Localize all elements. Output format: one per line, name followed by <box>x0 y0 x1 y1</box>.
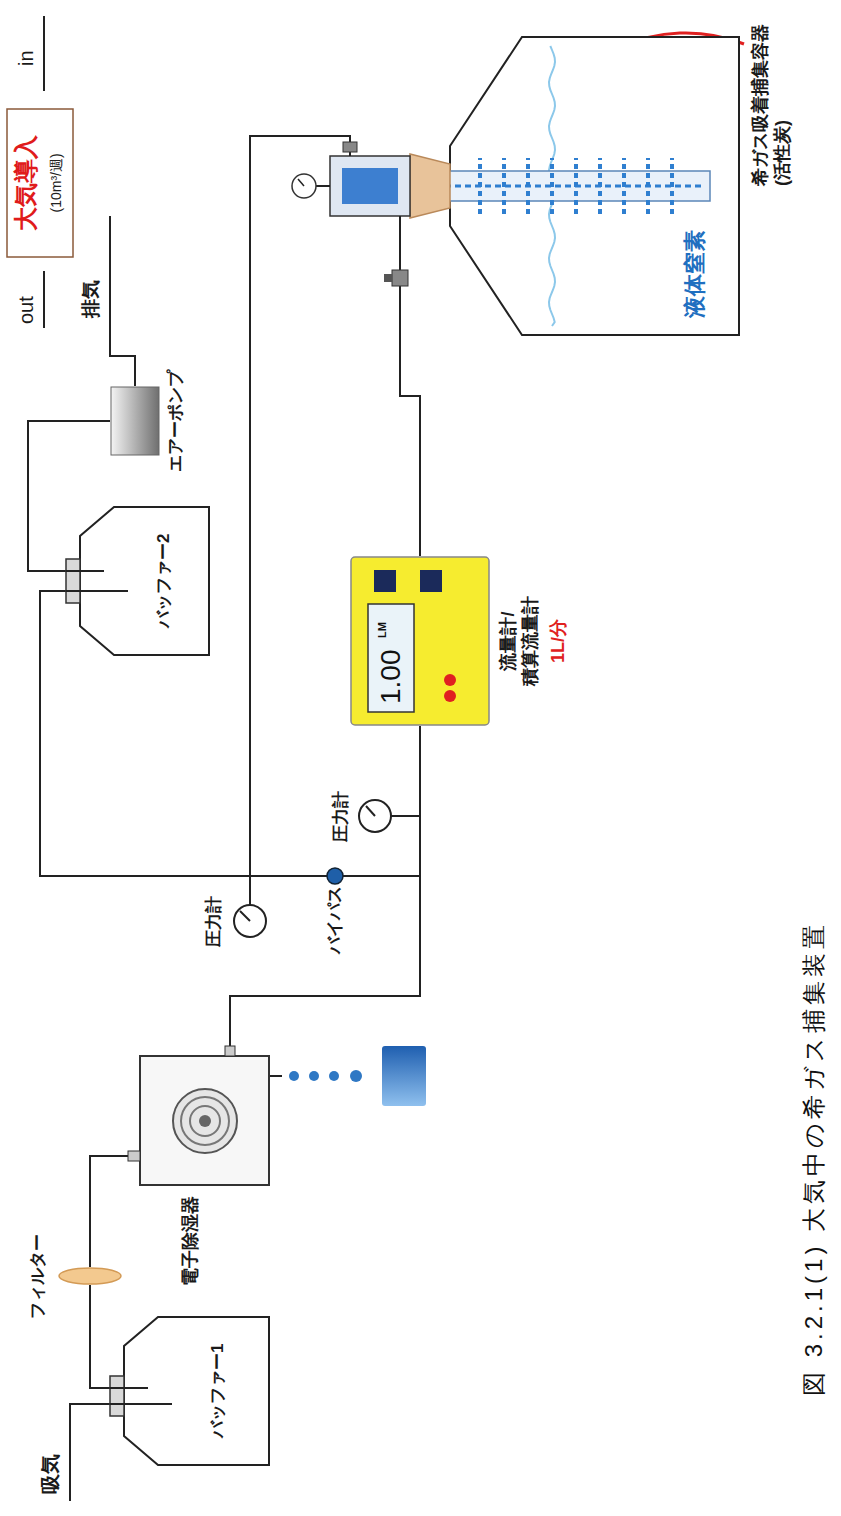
pressure-gauge <box>292 174 316 198</box>
air-pump: エアーポンプ <box>110 386 160 456</box>
node-text: エアーポンプ <box>166 370 186 472</box>
node-text: バッファー2 <box>154 534 174 628</box>
pump-body <box>111 387 159 455</box>
tank-stopper <box>110 1376 124 1416</box>
meter-button <box>374 570 396 592</box>
pressure-gauge <box>234 905 266 937</box>
dewar-shape <box>290 36 740 336</box>
vessel-fitting-core <box>342 168 398 204</box>
gauge-needle <box>366 806 375 816</box>
meter-body <box>351 557 489 725</box>
pipe-line <box>90 1285 110 1388</box>
pipe-line <box>40 136 290 876</box>
meter-button <box>420 570 442 592</box>
dewar: 液体窒素 <box>290 36 740 336</box>
gauge-stem <box>391 815 420 817</box>
filter-shape <box>58 1267 122 1285</box>
node-text: バッファー1 <box>208 1344 228 1438</box>
fan <box>181 1097 229 1145</box>
water-drop <box>289 1071 299 1081</box>
intake-pipe <box>70 1404 110 1501</box>
dehumidifier-shape <box>128 1046 270 1186</box>
intake-label: 吸気 <box>38 1454 62 1494</box>
buffer-tank: バッファー2 <box>66 506 210 656</box>
tank-tube <box>66 590 128 592</box>
outlet-pipe <box>290 136 350 156</box>
pipe-stub <box>225 1046 235 1056</box>
pipe-line <box>230 726 420 1046</box>
node-text: 液体窒素 <box>682 230 708 318</box>
outlet-valve <box>343 142 357 152</box>
tank-tube <box>110 1403 172 1405</box>
water-cup <box>382 1046 426 1106</box>
tank-tube <box>110 1387 148 1389</box>
flow-out-label: out <box>14 296 38 324</box>
filter-disc <box>59 1268 121 1284</box>
node-text: フィルター <box>28 1234 48 1319</box>
buffer-tank-shape <box>66 506 210 656</box>
flow-meter-shape <box>350 556 490 726</box>
inlet-valve <box>392 270 408 286</box>
tank-stopper <box>66 559 80 603</box>
in-line <box>43 16 45 91</box>
dehumidifier: 電子除湿器 <box>128 1046 270 1186</box>
gauge-stem <box>249 876 251 905</box>
flow-meter: 1.00LM流量計/ 積算流量計1L/分 <box>350 556 490 726</box>
vessel-core <box>445 185 705 188</box>
fan-hub <box>199 1115 211 1127</box>
node-text: 流量計/ 積算流量計 <box>498 591 541 691</box>
intake-note-box: 大気導入 (10m³/週) <box>6 108 74 258</box>
exhaust-label: 排気 <box>80 280 103 318</box>
fan <box>190 1106 220 1136</box>
node-text: (10m³/週) <box>48 153 65 212</box>
gauge-stem <box>316 185 330 187</box>
tank-body <box>80 507 209 655</box>
dehumidifier-body <box>140 1056 269 1185</box>
out-line <box>43 271 45 328</box>
vessel-fitting <box>330 156 410 216</box>
pipe-stub <box>128 1151 140 1161</box>
water-drop <box>350 1070 362 1082</box>
note-box-border <box>7 109 73 257</box>
gauge-label: 圧力計 <box>331 791 351 842</box>
water-drop <box>329 1071 339 1081</box>
vessel-label: 希ガス吸着捕集容器 (活性炭) <box>750 8 793 186</box>
gauge-needle <box>240 911 250 921</box>
buffer-tank-shape <box>110 1316 270 1466</box>
water-drop <box>309 1071 319 1081</box>
gauge-label: 圧力計 <box>204 896 224 947</box>
tank-tube <box>66 570 104 572</box>
inlet-valve-knob <box>384 274 392 282</box>
bypass-label: バイパス <box>325 886 345 954</box>
air-pump-shape <box>110 386 160 456</box>
pipe-line <box>400 336 420 556</box>
meter-lamp <box>444 690 456 702</box>
flow-in-label: in <box>14 50 38 66</box>
node-text: 大気導入 <box>12 135 41 231</box>
figure-caption: 図 3.2.1(1) 大気中の希ガス捕集装置 <box>800 921 829 1396</box>
node-text: LM <box>376 622 389 638</box>
bypass-valve <box>327 868 343 884</box>
drain-pipe <box>270 1075 282 1077</box>
node-text: 1L/分 <box>548 619 570 663</box>
pressure-gauge <box>359 800 391 832</box>
node-text: 電子除湿器 <box>180 1196 202 1286</box>
filter: フィルター <box>58 1267 122 1285</box>
meter-lamp <box>444 674 456 686</box>
fan <box>173 1089 237 1153</box>
gauge-needle <box>298 179 304 186</box>
node-text: 1.00 <box>374 650 408 705</box>
exhaust-pipe <box>110 216 135 386</box>
tank-body <box>124 1317 269 1465</box>
dewar-stopper <box>410 154 450 218</box>
meter-display <box>368 604 414 712</box>
buffer-tank: バッファー1 <box>110 1316 270 1466</box>
pipe-line <box>90 1156 128 1267</box>
